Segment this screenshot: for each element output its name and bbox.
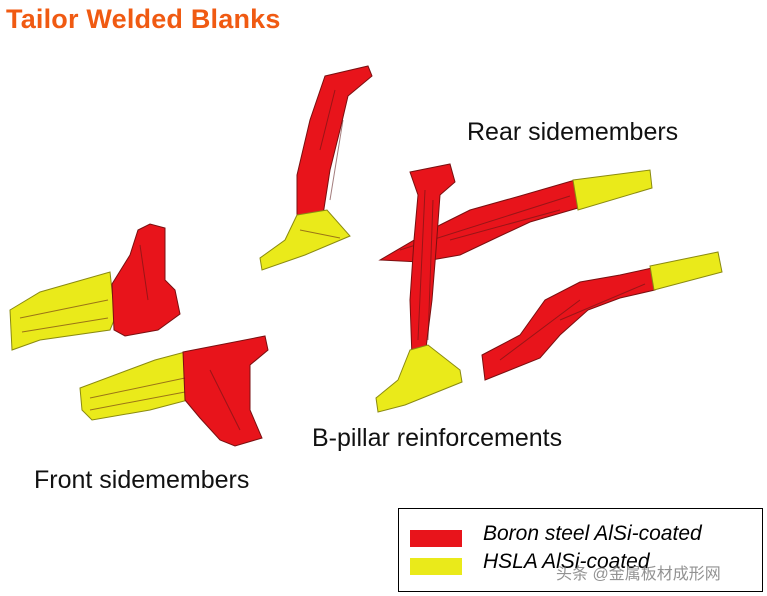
legend-label-boron: Boron steel AlSi-coated xyxy=(483,522,702,545)
b-pillar-label: B-pillar reinforcements xyxy=(312,424,563,452)
b-pillar-reinforcement-large xyxy=(375,163,463,413)
rear-sidemembers-label: Rear sidemembers xyxy=(467,118,679,146)
legend-label-hsla: HSLA AlSi-coated xyxy=(483,550,650,573)
legend-swatch-boron xyxy=(410,530,462,547)
legend: Boron steel AlSi-coated HSLA AlSi-coated xyxy=(398,508,763,592)
legend-swatch-hsla xyxy=(410,558,462,575)
front-sidemembers-label: Front sidemembers xyxy=(34,466,250,494)
front-sidemember-lower xyxy=(79,335,269,447)
page-title: Tailor Welded Blanks xyxy=(6,4,281,34)
watermark: 头条 @金属板材成形网 xyxy=(556,566,721,583)
rear-sidemember-lower xyxy=(481,251,723,381)
b-pillar-reinforcement-small xyxy=(259,65,373,271)
front-sidemember-upper xyxy=(9,223,181,351)
